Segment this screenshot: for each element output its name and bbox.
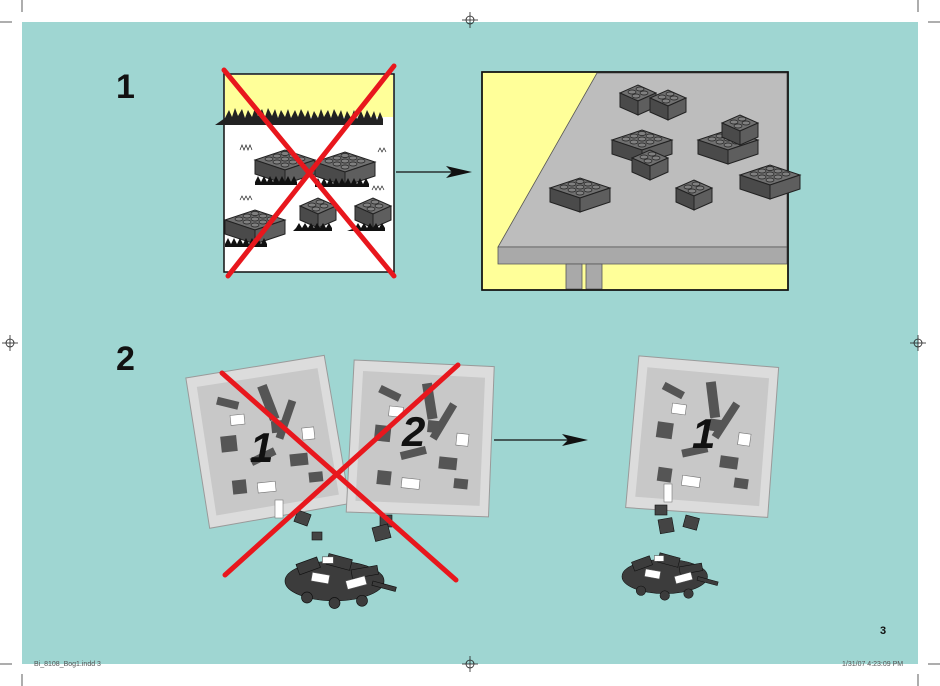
panel-table — [481, 71, 801, 291]
pile-single — [621, 552, 719, 601]
step-number-1: 1 — [116, 68, 135, 106]
cross-out-icon — [221, 63, 397, 279]
slug-left: Bi_8108_Bog1.indd 3 — [34, 661, 101, 668]
bag-label-1: 1 — [250, 424, 273, 471]
step-number-2: 2 — [116, 340, 135, 378]
pile-mixed — [284, 553, 397, 609]
crosshair-bottom-icon — [462, 656, 478, 672]
falling-pieces-right — [654, 483, 700, 535]
arrow-right-icon — [494, 434, 588, 446]
crosshair-top-icon — [462, 12, 478, 28]
page-number: 3 — [880, 625, 887, 637]
cross-out-icon — [219, 362, 461, 583]
crosshair-right-icon — [910, 335, 926, 351]
slug-right: 1/31/07 4:23:09 PM — [842, 661, 904, 668]
arrow-right-icon — [396, 166, 472, 178]
bag-label-1-right: 1 — [692, 410, 715, 457]
crosshair-left-icon — [2, 335, 18, 351]
